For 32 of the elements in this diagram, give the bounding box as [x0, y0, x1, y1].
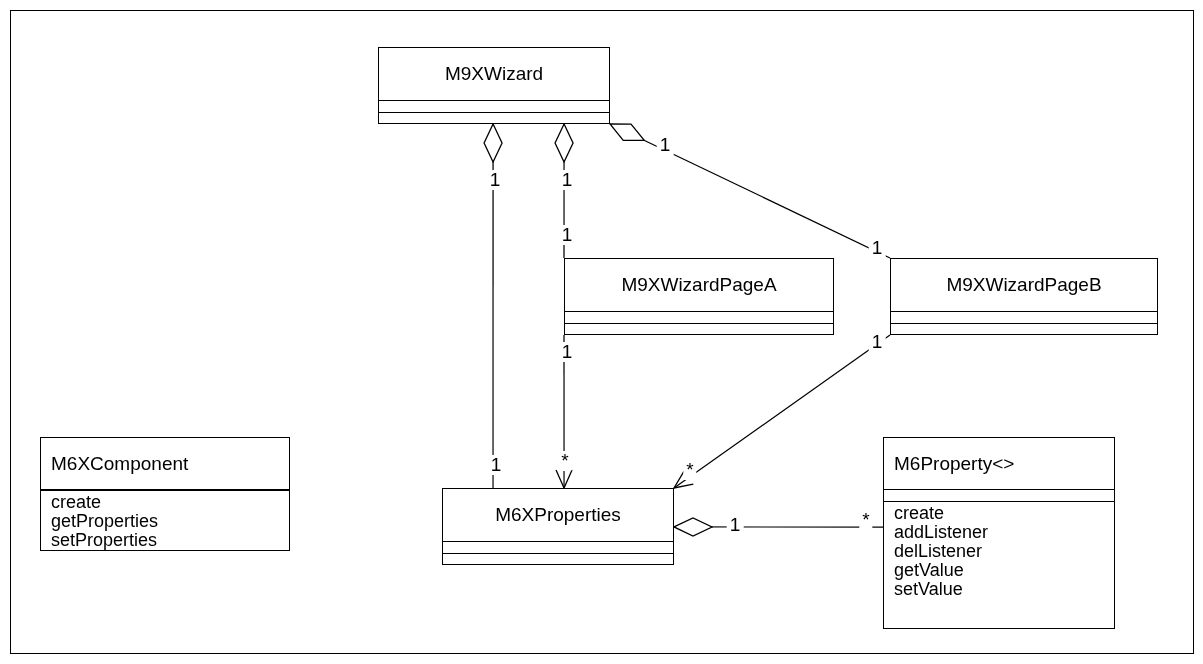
class-name: M6XProperties	[495, 504, 621, 526]
class-name: M9XWizardPageB	[946, 274, 1102, 296]
class-box	[40, 437, 290, 551]
method-name: addListener	[894, 523, 990, 542]
class-box	[378, 47, 610, 124]
method-name: delListener	[894, 542, 984, 561]
multiplicity-label: *	[683, 460, 697, 480]
class-box	[890, 258, 1158, 335]
method-name: create	[51, 493, 103, 512]
class-box	[442, 488, 674, 565]
multiplicity-label: *	[859, 510, 873, 530]
multiplicity-label: 1	[868, 238, 886, 258]
method-name: create	[894, 504, 946, 523]
multiplicity-label: *	[558, 451, 572, 471]
class-name: M6Property<>	[894, 452, 1015, 475]
method-name: getProperties	[51, 512, 160, 531]
class-box	[883, 437, 1115, 629]
aggregation-line	[483, 123, 503, 489]
method-name: setValue	[894, 580, 964, 599]
multiplicity-label: 1	[868, 332, 886, 352]
aggregation-line	[609, 123, 891, 259]
class-name: M9XWizard	[444, 63, 544, 85]
aggregation-line	[673, 517, 884, 537]
class-name: M6XComponent	[51, 452, 189, 475]
multiplicity-label: 1	[656, 135, 674, 155]
class-box	[564, 258, 834, 335]
association-arrow	[673, 334, 891, 489]
method-name: setProperties	[51, 531, 159, 550]
method-name: getValue	[894, 561, 965, 580]
aggregation-line	[554, 123, 574, 259]
association-arrow	[555, 334, 573, 489]
class-name: M9XWizardPageA	[621, 274, 777, 296]
